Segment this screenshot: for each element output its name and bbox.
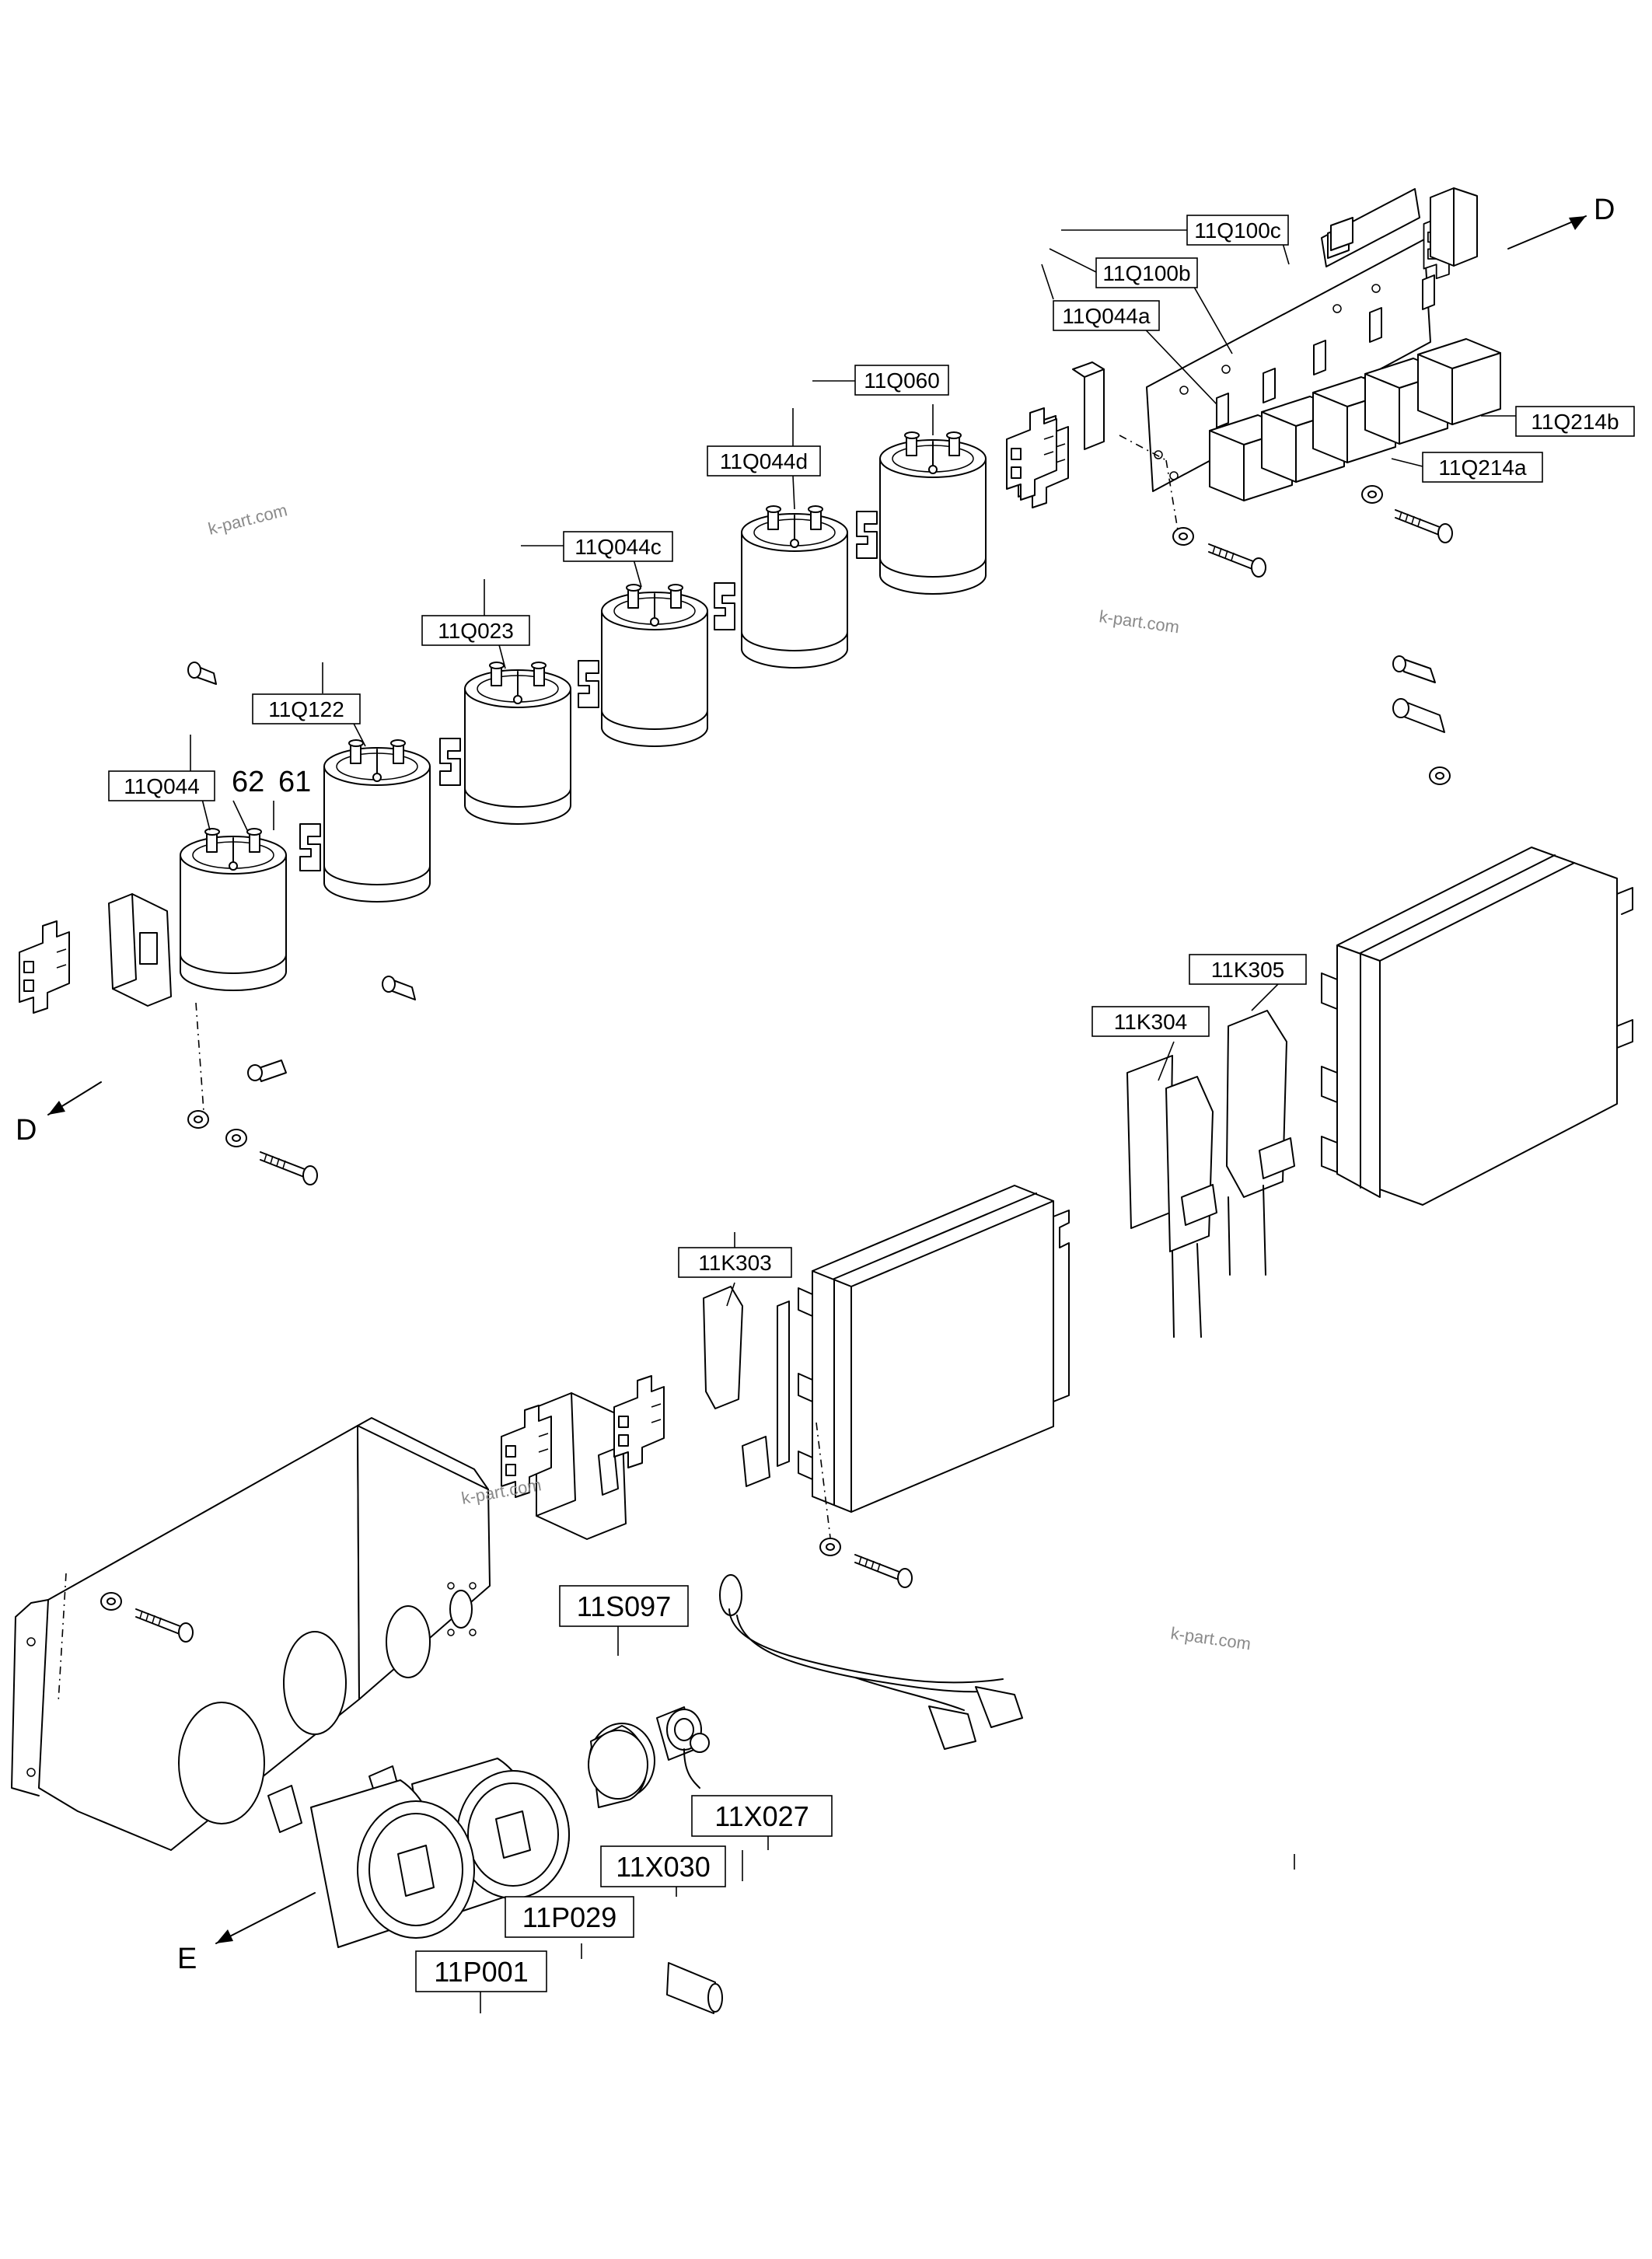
label-box-s097 <box>559 1585 689 1627</box>
label-q044a: 11Q044a <box>1053 300 1160 331</box>
label-text-x027: 11X027 <box>714 1800 809 1832</box>
label-box-q122 <box>252 693 361 724</box>
watermark-1: k-part.com <box>206 500 289 538</box>
label-text-q044c: 11Q044c <box>575 535 662 559</box>
connectors-x030-x027 <box>588 1706 723 2014</box>
watermark-3: k-part.com <box>1169 1623 1252 1653</box>
label-q100c: 11Q100c <box>1186 215 1289 246</box>
label-q044c: 11Q044c <box>563 531 673 562</box>
left-contacts <box>19 662 416 1185</box>
label-q100b: 11Q100b <box>1095 257 1198 288</box>
label-p029: 11P029 <box>505 1896 634 1938</box>
mounting-panel <box>11 1417 491 1851</box>
right-spare-terminals <box>1392 655 1451 785</box>
label-box-q044d <box>707 445 821 477</box>
label-q044: 11Q044 <box>108 770 215 801</box>
label-box-x030 <box>600 1845 726 1887</box>
electronic-modules <box>703 847 1633 1750</box>
arrow-d-left <box>47 1081 102 1116</box>
label-box-p001 <box>415 1950 547 1992</box>
label-text-s097: 11S097 <box>577 1590 671 1622</box>
direction-ref-e-bottom: E <box>177 1943 197 1975</box>
label-text-q044: 11Q044 <box>124 774 200 798</box>
label-text-p001: 11P001 <box>434 1956 528 1988</box>
label-text-k305: 11K305 <box>1211 958 1284 982</box>
label-text-q122: 11Q122 <box>268 697 344 721</box>
label-text-q100c: 11Q100c <box>1194 218 1281 243</box>
label-k305: 11K305 <box>1189 954 1307 985</box>
label-x027: 11X027 <box>691 1795 833 1837</box>
gauges <box>267 1758 570 1948</box>
label-text-q060: 11Q060 <box>864 368 940 393</box>
label-text-q214a: 11Q214a <box>1438 456 1527 480</box>
direction-ref-d-top: D <box>1594 194 1615 226</box>
label-box-q044a <box>1053 300 1160 331</box>
label-x030: 11X030 <box>600 1845 726 1887</box>
label-q214a: 11Q214a <box>1422 452 1543 483</box>
label-box-k304 <box>1091 1006 1210 1037</box>
k304-k305-sensors <box>1126 1010 1295 1338</box>
label-q023: 11Q023 <box>421 615 530 646</box>
arrow-d-top <box>1507 215 1587 250</box>
direction-ref-d-left: D <box>16 1114 37 1147</box>
label-k303: 11K303 <box>678 1247 792 1278</box>
label-box-q214b <box>1515 406 1635 437</box>
label-q044d: 11Q044d <box>707 445 821 477</box>
relay-board <box>1006 187 1501 578</box>
label-text-p029: 11P029 <box>522 1901 616 1933</box>
label-k304: 11K304 <box>1091 1006 1210 1037</box>
leader-lines <box>190 229 1528 2013</box>
label-box-q100c <box>1186 215 1289 246</box>
label-text-q100b: 11Q100b <box>1102 261 1190 285</box>
label-p001: 11P001 <box>415 1950 547 1992</box>
watermark-2: k-part.com <box>1098 606 1180 637</box>
label-text-q214b: 11Q214b <box>1531 410 1619 434</box>
terminal-62-label: 62 <box>232 766 264 798</box>
label-text-q044d: 11Q044d <box>720 449 808 473</box>
label-box-q060 <box>854 365 949 396</box>
label-text-q023: 11Q023 <box>438 619 514 643</box>
label-box-x027 <box>691 1795 833 1837</box>
label-box-q214a <box>1422 452 1543 483</box>
label-box-k303 <box>678 1247 792 1278</box>
terminal-61-label: 61 <box>278 766 311 798</box>
arrow-e-bottom <box>215 1892 316 1944</box>
label-q122: 11Q122 <box>252 693 361 724</box>
label-box-q044c <box>563 531 673 562</box>
label-box-k305 <box>1189 954 1307 985</box>
switch-s097 <box>501 1375 665 1540</box>
label-text-q044a: 11Q044a <box>1062 304 1151 328</box>
label-text-k303: 11K303 <box>698 1251 771 1275</box>
label-box-q044 <box>108 770 215 801</box>
label-s097: 11S097 <box>559 1585 689 1627</box>
label-text-x030: 11X030 <box>616 1851 710 1883</box>
label-box-q023 <box>421 615 530 646</box>
label-q214b: 11Q214b <box>1515 406 1635 437</box>
label-text-k304: 11K304 <box>1114 1010 1187 1034</box>
label-box-q100b <box>1095 257 1198 288</box>
label-q060: 11Q060 <box>854 365 949 396</box>
label-box-p029 <box>505 1896 634 1938</box>
